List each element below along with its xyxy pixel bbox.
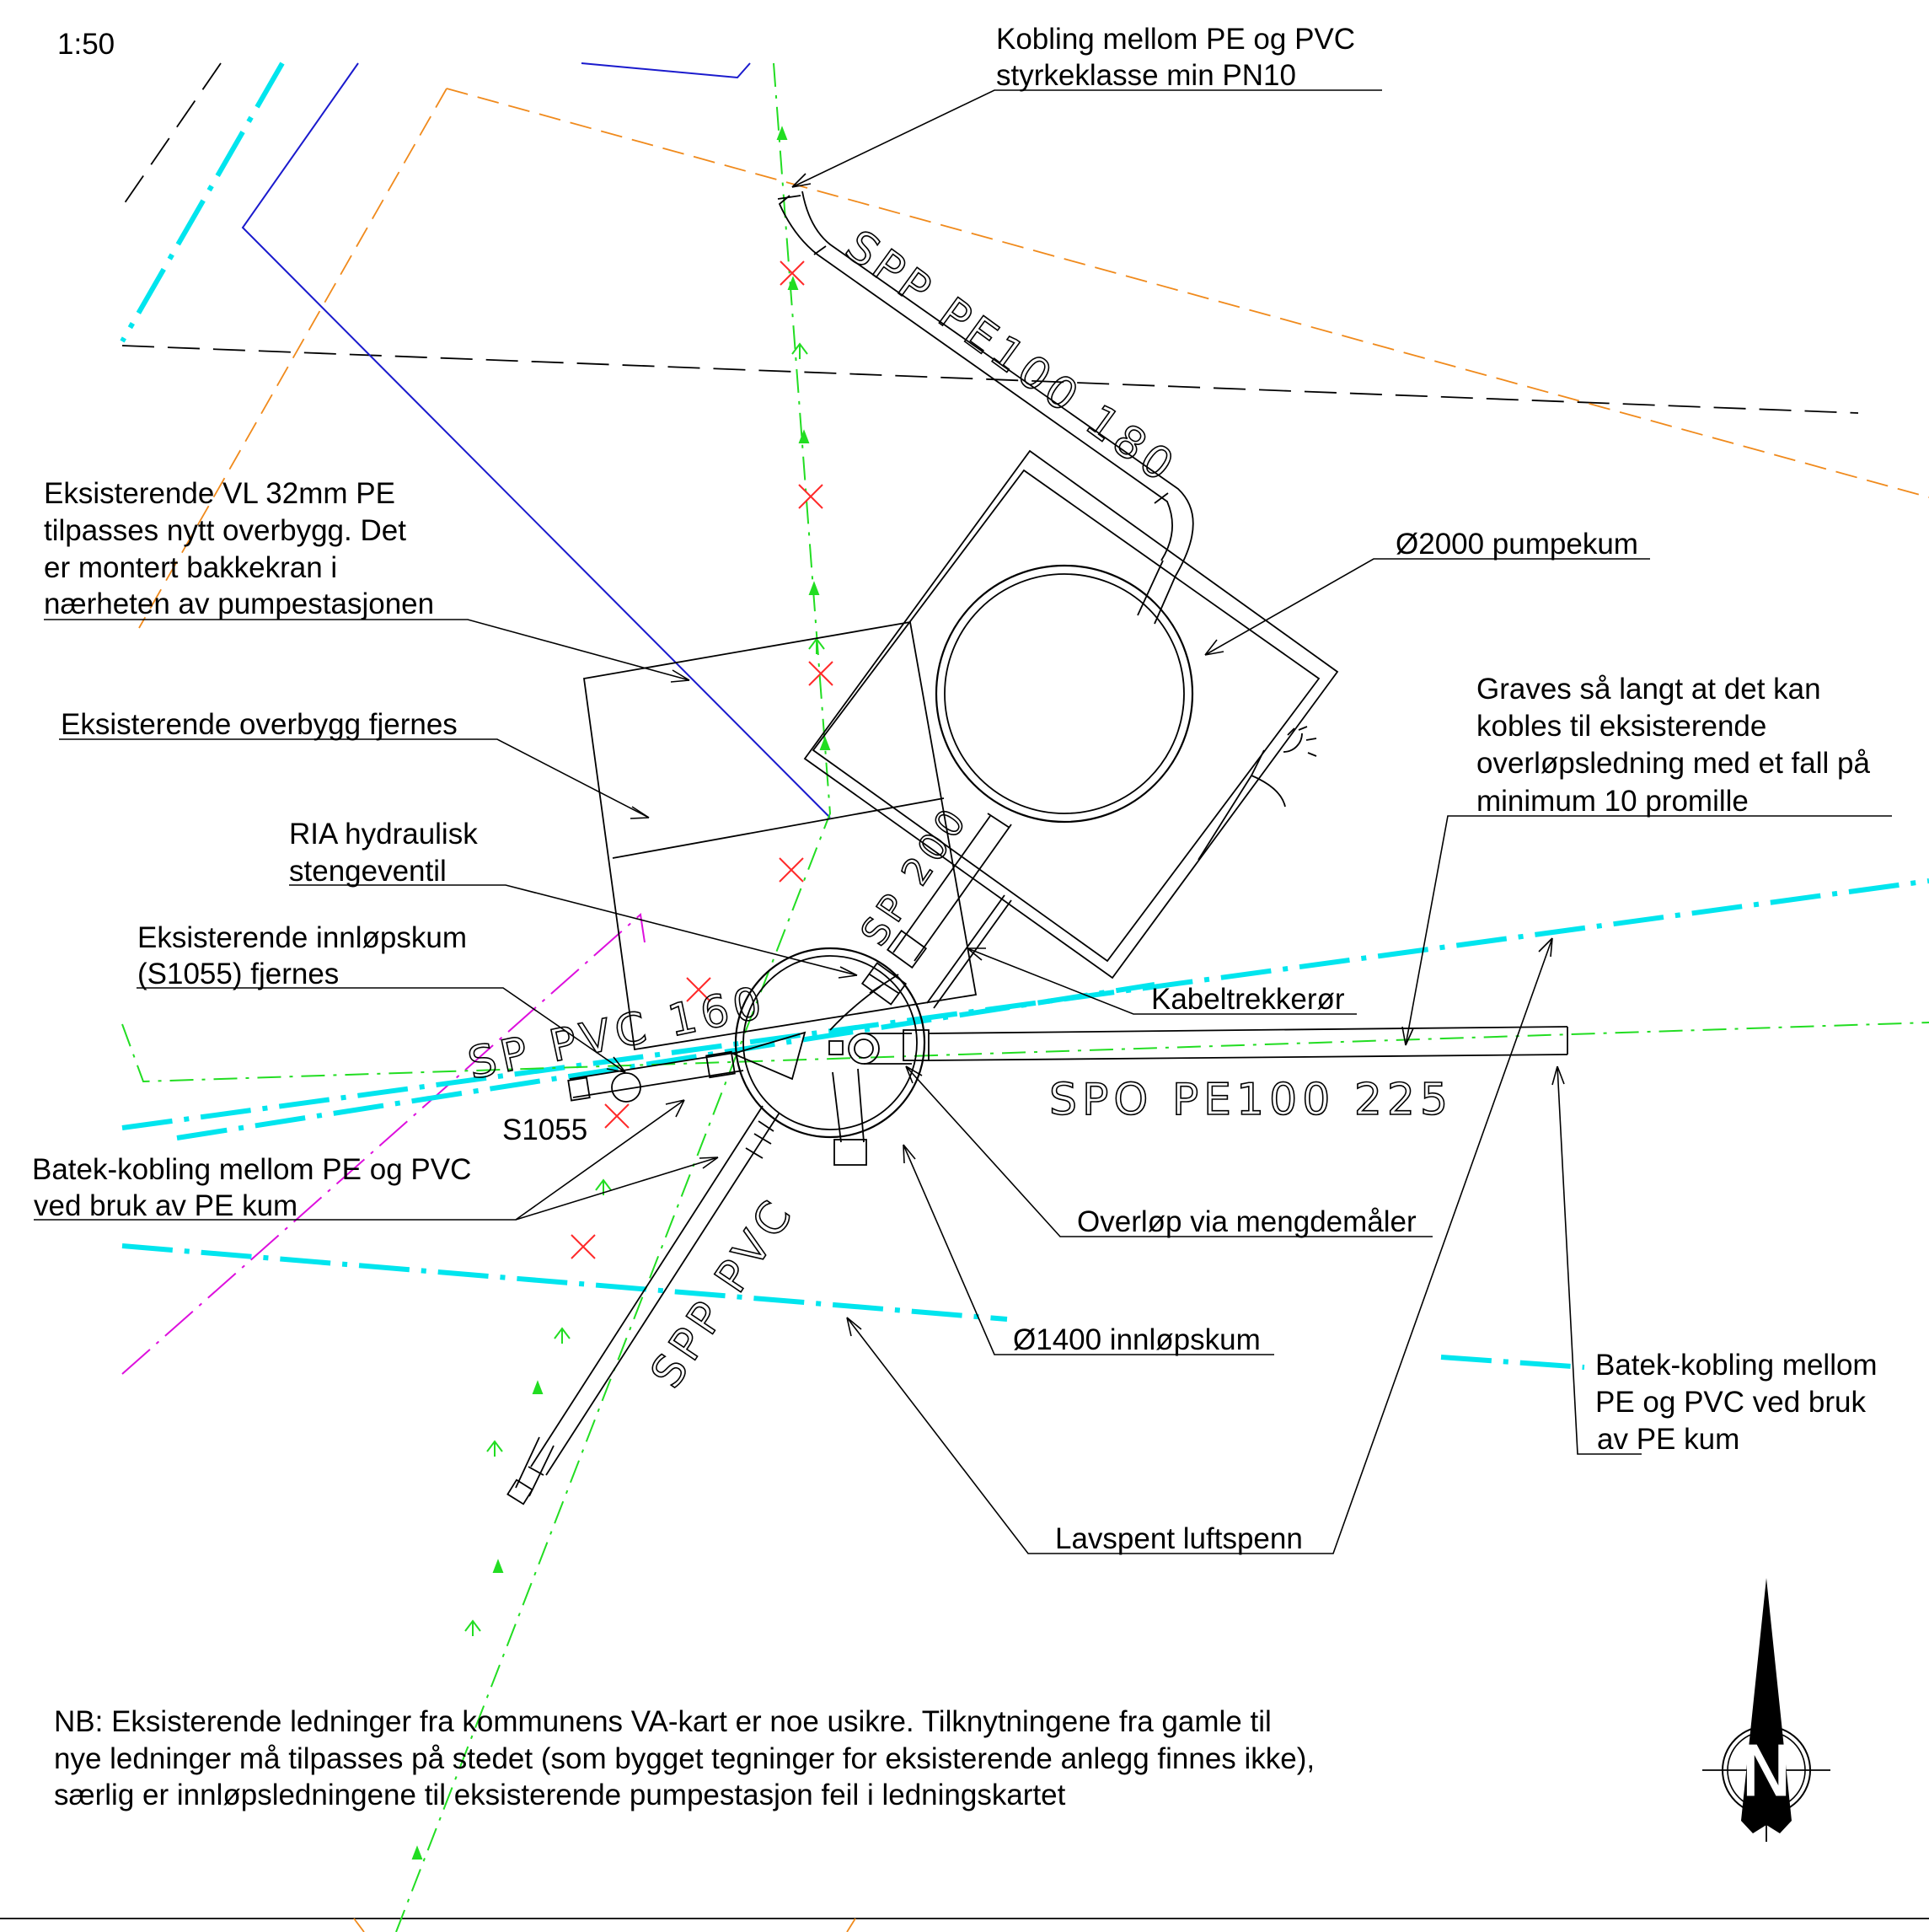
label-overlop: Overløp via mengdemåler: [1077, 1205, 1417, 1238]
pipe-label-spo: SPO PE100 225: [1049, 1075, 1453, 1125]
orange-dashed-line: [138, 88, 447, 629]
label-innlopskum-exist-line2: (S1055) fjernes: [137, 958, 339, 990]
label-vl-line2: tilpasses nytt overbygg. Det: [44, 514, 406, 547]
inlet-well: [731, 947, 926, 1166]
orange-dashed-line: [353, 1918, 365, 1932]
power-line: [121, 1243, 1008, 1322]
label-graves-line1: Graves så langt at det kan: [1476, 673, 1821, 706]
label-graves-line2: kobles til eksisterende: [1476, 710, 1766, 743]
pressure-pipe-spp-pvc: [506, 1105, 780, 1505]
label-batek-left-line1: Batek-kobling mellom PE og PVC: [32, 1153, 471, 1186]
label-innlopskum-exist-line1: Eksisterende innløpskum: [137, 921, 467, 954]
note-line1: NB: Eksisterende ledninger fra kommunens…: [54, 1705, 1272, 1738]
dashed-boundary-line: [121, 62, 222, 207]
label-innlopskum-new: Ø1400 innløpskum: [1013, 1323, 1261, 1356]
sp200-pipe: [829, 813, 1012, 1031]
label-batek-right-line1: Batek-kobling mellom: [1595, 1349, 1878, 1382]
orange-dashed-line: [846, 1918, 856, 1932]
waterline-markers: [411, 126, 831, 1860]
label-graves-line4: minimum 10 promille: [1476, 785, 1749, 818]
dashed-boundary-line: [121, 345, 1859, 414]
green-waterline: [395, 62, 832, 1932]
label-pumpekum: Ø2000 pumpekum: [1396, 528, 1638, 561]
scale-label: 1:50: [57, 28, 115, 61]
label-vl-line3: er montert bakkekran i: [44, 551, 337, 584]
label-vl-line4: nærheten av pumpestasjonen: [44, 588, 434, 620]
label-s1055: S1055: [502, 1114, 587, 1146]
label-overbygg: Eksisterende overbygg fjernes: [61, 708, 458, 741]
label-graves-line3: overløpsledning med et fall på: [1476, 747, 1870, 780]
label-kabeltrekker: Kabeltrekkerør: [1151, 983, 1345, 1016]
green-waterline: [121, 1022, 1929, 1083]
pump-well: [935, 564, 1194, 824]
label-kobling-line1: Kobling mellom PE og PVC: [996, 23, 1355, 56]
blue-line: [241, 62, 831, 818]
pipe-label-spp-pvc: SPP PVC: [641, 1189, 805, 1397]
blue-line: [581, 62, 751, 79]
pressure-pipe-spp: [777, 191, 1194, 625]
new-building: [803, 449, 1339, 979]
label-ria-line1: RIA hydraulisk: [289, 818, 478, 851]
inlet-pipe-sp-pvc: [567, 1050, 744, 1103]
power-line: [176, 982, 1155, 1140]
magenta-line: [121, 913, 646, 1375]
note-line2: nye ledninger må tilpasses på stedet (so…: [54, 1742, 1315, 1775]
annotations: 1:50 Kobling mellom PE og PVC styrkeklas…: [32, 23, 1878, 1811]
power-line: [120, 62, 285, 343]
orange-dashed-line: [446, 88, 1929, 498]
north-letter: N: [1740, 1732, 1792, 1812]
label-kobling-line2: styrkeklasse min PN10: [996, 59, 1296, 92]
label-batek-right-line3: av PE kum: [1597, 1423, 1739, 1456]
label-batek-right-line2: PE og PVC ved bruk: [1595, 1386, 1866, 1419]
existing-building: [582, 620, 978, 1051]
leader-lines: [34, 89, 1892, 1554]
power-line: [1440, 1355, 1585, 1370]
note-line3: særlig er innløpsledningene til eksister…: [54, 1779, 1066, 1811]
label-batek-left-line2: ved bruk av PE kum: [34, 1189, 297, 1222]
pipe-label-spp-pe: SPP PE100 180: [836, 221, 1186, 495]
overflow-pipe-spo: [903, 1026, 1568, 1061]
north-arrow-icon: N: [1702, 1578, 1830, 1842]
label-lavspent: Lavspent luftspenn: [1055, 1522, 1303, 1555]
pipe-label-sp200: SP 200: [853, 797, 978, 953]
label-ria-line2: stengeventil: [289, 855, 447, 888]
removed-markers: [571, 260, 833, 1259]
existing-lines: [0, 62, 1929, 1932]
label-vl-line1: Eksisterende VL 32mm PE: [44, 477, 395, 510]
